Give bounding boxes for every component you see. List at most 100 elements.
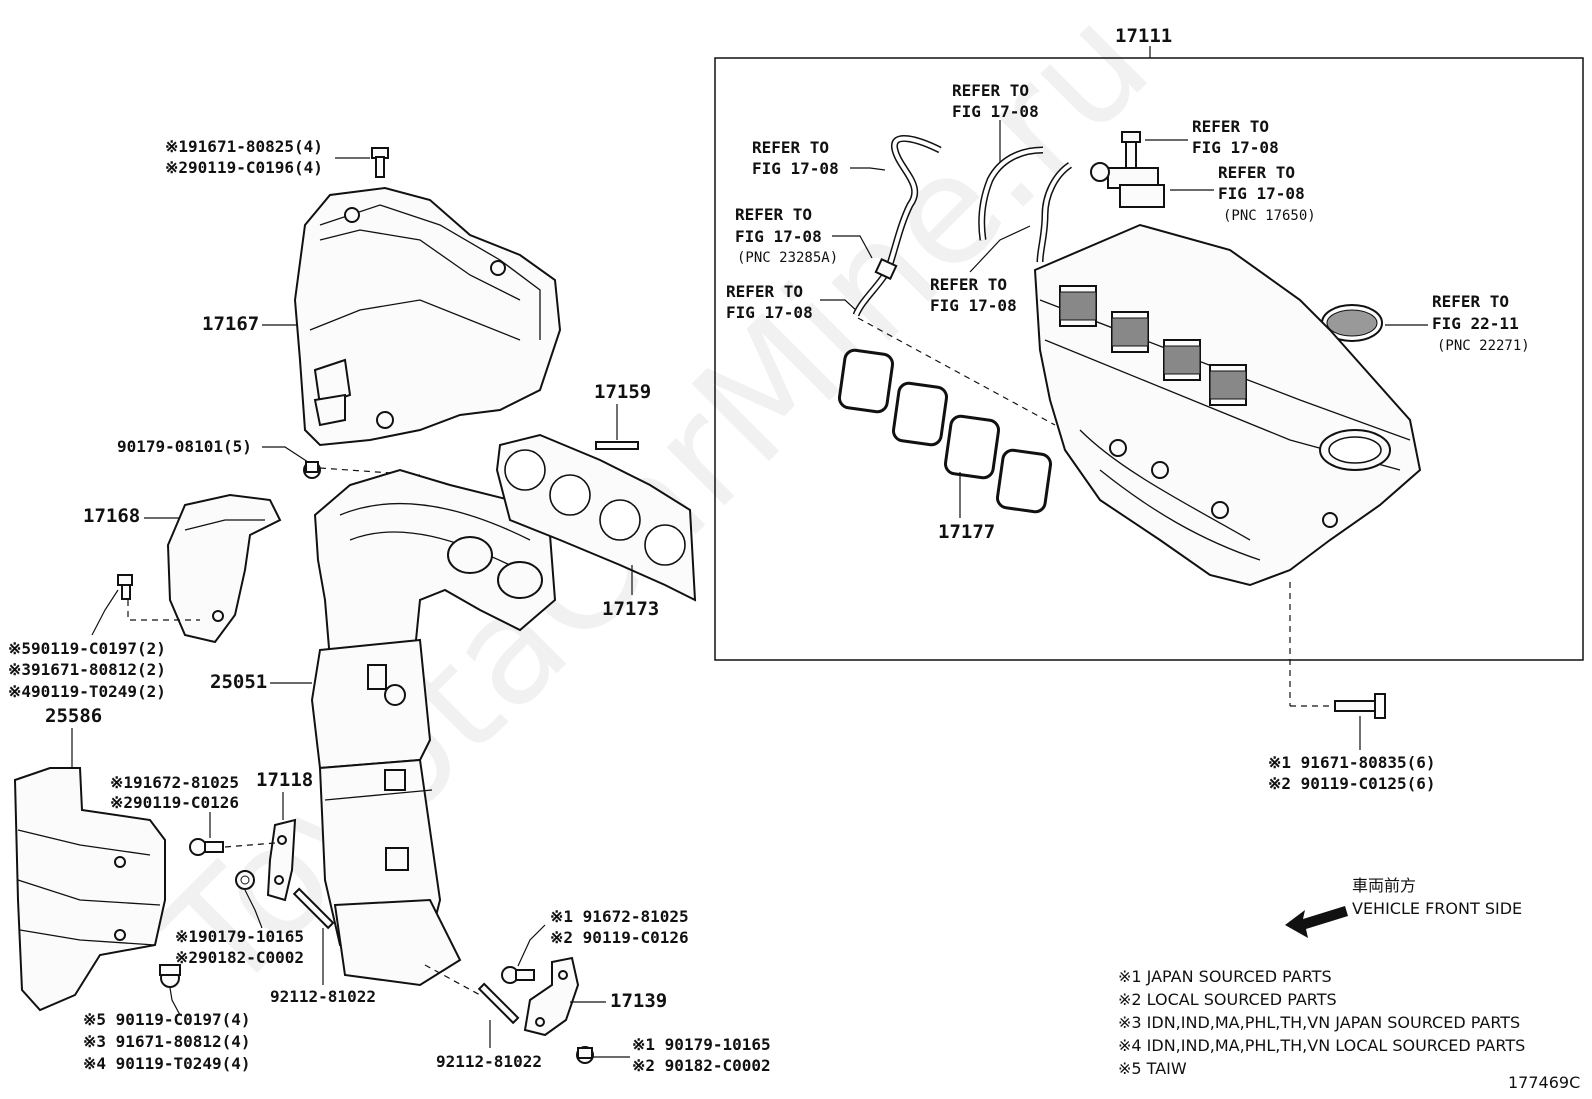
refer-label-8[interactable]: REFER TO FIG 22-11 (PNC 22271) xyxy=(1432,292,1530,354)
heat-insulator-bolt[interactable] xyxy=(371,147,389,178)
svg-text:REFER TO: REFER TO xyxy=(726,282,803,301)
svg-text:※4 90119-T0249(4): ※4 90119-T0249(4) xyxy=(83,1054,251,1073)
svg-text:※490119-T0249(2): ※490119-T0249(2) xyxy=(8,682,166,701)
refer-label-1[interactable]: REFER TO FIG 17-08 xyxy=(952,81,1039,121)
vsv-bracket[interactable] xyxy=(1090,131,1165,208)
svg-text:※191672-81025: ※191672-81025 xyxy=(110,773,239,792)
svg-text:※3 IDN,IND,MA,PHL,TH,VN JAPAN: ※3 IDN,IND,MA,PHL,TH,VN JAPAN SOURCED PA… xyxy=(1118,1013,1520,1032)
svg-text:※3 91671-80812(4): ※3 91671-80812(4) xyxy=(83,1032,251,1051)
svg-text:REFER TO: REFER TO xyxy=(952,81,1029,100)
label-bottom-left-bolt[interactable]: ※5 90119-C0197(4) ※3 91671-80812(4) ※4 9… xyxy=(83,1010,251,1073)
svg-text:※391671-80812(2): ※391671-80812(2) xyxy=(8,660,166,679)
label-17167[interactable]: 17167 xyxy=(202,313,259,335)
manifold-stay-17118[interactable] xyxy=(266,818,297,902)
converter-heat-insulator[interactable] xyxy=(13,767,166,1012)
refer-label-3[interactable]: REFER TO FIG 17-08 (PNC 23285A) xyxy=(735,205,838,266)
legend: ※1 JAPAN SOURCED PARTS ※2 LOCAL SOURCED … xyxy=(1118,967,1525,1078)
label-17173[interactable]: 17173 xyxy=(602,598,659,620)
label-17177[interactable]: 17177 xyxy=(938,521,995,543)
svg-text:※290182-C0002: ※290182-C0002 xyxy=(175,948,304,967)
vehicle-front-en: VEHICLE FRONT SIDE xyxy=(1352,899,1522,918)
intake-manifold-group-frame xyxy=(714,57,1584,661)
svg-text:※1 JAPAN SOURCED PARTS: ※1 JAPAN SOURCED PARTS xyxy=(1118,967,1332,986)
svg-text:REFER TO: REFER TO xyxy=(1218,163,1295,182)
label-17168[interactable]: 17168 xyxy=(83,505,140,527)
svg-text:FIG 17-08: FIG 17-08 xyxy=(930,296,1017,315)
svg-text:※1 90179-10165: ※1 90179-10165 xyxy=(632,1035,771,1054)
stay-nut[interactable] xyxy=(235,870,255,890)
svg-text:(PNC 22271): (PNC 22271) xyxy=(1437,338,1530,354)
svg-text:※191671-80825(4): ※191671-80825(4) xyxy=(165,137,323,156)
svg-text:FIG 17-08: FIG 17-08 xyxy=(1218,184,1305,203)
refer-label-4[interactable]: REFER TO FIG 17-08 xyxy=(726,282,813,322)
svg-text:※2 LOCAL SOURCED PARTS: ※2 LOCAL SOURCED PARTS xyxy=(1118,990,1337,1009)
svg-text:FIG 17-08: FIG 17-08 xyxy=(726,303,813,322)
svg-text:※290119-C0126: ※290119-C0126 xyxy=(110,793,239,812)
vehicle-front-jp: 車両前方 xyxy=(1352,876,1416,895)
svg-text:FIG 17-08: FIG 17-08 xyxy=(952,102,1039,121)
svg-text:REFER TO: REFER TO xyxy=(1192,117,1269,136)
svg-text:※2 90182-C0002: ※2 90182-C0002 xyxy=(632,1056,771,1075)
svg-text:FIG 17-08: FIG 17-08 xyxy=(1192,138,1279,157)
svg-text:※1 91671-80835(6): ※1 91671-80835(6) xyxy=(1268,753,1436,772)
label-25051[interactable]: 25051 xyxy=(210,671,267,693)
svg-text:※5 TAIW: ※5 TAIW xyxy=(1118,1059,1187,1078)
manifold-heat-insulator[interactable] xyxy=(293,186,562,447)
label-left-bolt[interactable]: ※590119-C0197(2) ※391671-80812(2) ※49011… xyxy=(8,639,166,701)
svg-text:※190179-10165: ※190179-10165 xyxy=(175,927,304,946)
svg-text:※290119-C0196(4): ※290119-C0196(4) xyxy=(165,158,323,177)
svg-text:※2 90119-C0126: ※2 90119-C0126 xyxy=(550,928,689,947)
svg-text:(PNC 17650): (PNC 17650) xyxy=(1223,208,1316,224)
figure-code: 177469C xyxy=(1508,1073,1580,1092)
svg-text:※5 90119-C0197(4): ※5 90119-C0197(4) xyxy=(83,1010,251,1029)
svg-text:REFER TO: REFER TO xyxy=(752,138,829,157)
refer-label-2[interactable]: REFER TO FIG 17-08 xyxy=(752,138,839,178)
svg-text:REFER TO: REFER TO xyxy=(1432,292,1509,311)
intake-gaskets-17177[interactable] xyxy=(837,348,1053,514)
lower-heat-insulator[interactable] xyxy=(166,493,282,644)
stud-bolt-b[interactable] xyxy=(477,982,520,1025)
svg-text:※4 IDN,IND,MA,PHL,TH,VN LOCAL: ※4 IDN,IND,MA,PHL,TH,VN LOCAL SOURCED PA… xyxy=(1118,1036,1525,1055)
converter-stay-17139[interactable] xyxy=(523,956,580,1037)
label-25586[interactable]: 25586 xyxy=(45,705,102,727)
svg-text:※1 91672-81025: ※1 91672-81025 xyxy=(550,907,689,926)
stay-bolt[interactable] xyxy=(189,838,224,856)
refer-label-7[interactable]: REFER TO FIG 17-08 (PNC 17650) xyxy=(1218,163,1316,224)
label-nut-90179-08101[interactable]: 90179-08101(5) xyxy=(117,437,252,456)
stud-bolt-a[interactable] xyxy=(292,887,335,930)
label-17139[interactable]: 17139 xyxy=(610,990,667,1012)
manifold-bolt[interactable] xyxy=(1334,693,1386,719)
vehicle-front-arrow-icon xyxy=(1285,906,1348,938)
label-17111[interactable]: 17111 xyxy=(1115,25,1172,47)
svg-text:FIG 22-11: FIG 22-11 xyxy=(1432,314,1519,333)
label-manifold-bolt[interactable]: ※1 91671-80835(6) ※2 90119-C0125(6) xyxy=(1268,753,1436,793)
exhaust-manifold-gasket[interactable] xyxy=(495,433,697,602)
label-nut-a[interactable]: ※190179-10165 ※290182-C0002 xyxy=(175,927,304,967)
manifold-nut[interactable] xyxy=(303,461,321,479)
pcv-hose-left[interactable] xyxy=(852,134,942,317)
svg-text:※590119-C0197(2): ※590119-C0197(2) xyxy=(8,639,166,658)
label-top-bolt[interactable]: ※191671-80825(4) ※290119-C0196(4) xyxy=(165,137,323,177)
label-17159[interactable]: 17159 xyxy=(594,381,651,403)
svg-text:※2 90119-C0125(6): ※2 90119-C0125(6) xyxy=(1268,774,1436,793)
label-17118[interactable]: 17118 xyxy=(256,769,313,791)
label-right-nut[interactable]: ※1 90179-10165 ※2 90182-C0002 xyxy=(632,1035,771,1075)
insulator-bolt-lower[interactable] xyxy=(159,964,181,988)
converter-stay-nut[interactable] xyxy=(576,1046,594,1064)
pcv-hose-right[interactable] xyxy=(978,146,1073,263)
label-stud-b[interactable]: 92112-81022 xyxy=(436,1052,542,1071)
lower-insulator-bolt[interactable] xyxy=(117,574,133,600)
svg-text:FIG 17-08: FIG 17-08 xyxy=(735,227,822,246)
exhaust-manifold-converter[interactable] xyxy=(310,468,557,987)
stud-bolt-17159[interactable] xyxy=(595,441,639,450)
label-right-bolt[interactable]: ※1 91672-81025 ※2 90119-C0126 xyxy=(550,907,689,947)
label-mid-bolt[interactable]: ※191672-81025 ※290119-C0126 xyxy=(110,773,239,812)
intake-manifold[interactable] xyxy=(1033,223,1422,587)
label-stud-a[interactable]: 92112-81022 xyxy=(270,987,376,1006)
svg-text:FIG 17-08: FIG 17-08 xyxy=(752,159,839,178)
converter-stay-bolt[interactable] xyxy=(501,966,535,984)
refer-label-5[interactable]: REFER TO FIG 17-08 xyxy=(930,275,1017,315)
refer-label-6[interactable]: REFER TO FIG 17-08 xyxy=(1192,117,1279,157)
svg-text:REFER TO: REFER TO xyxy=(735,205,812,224)
